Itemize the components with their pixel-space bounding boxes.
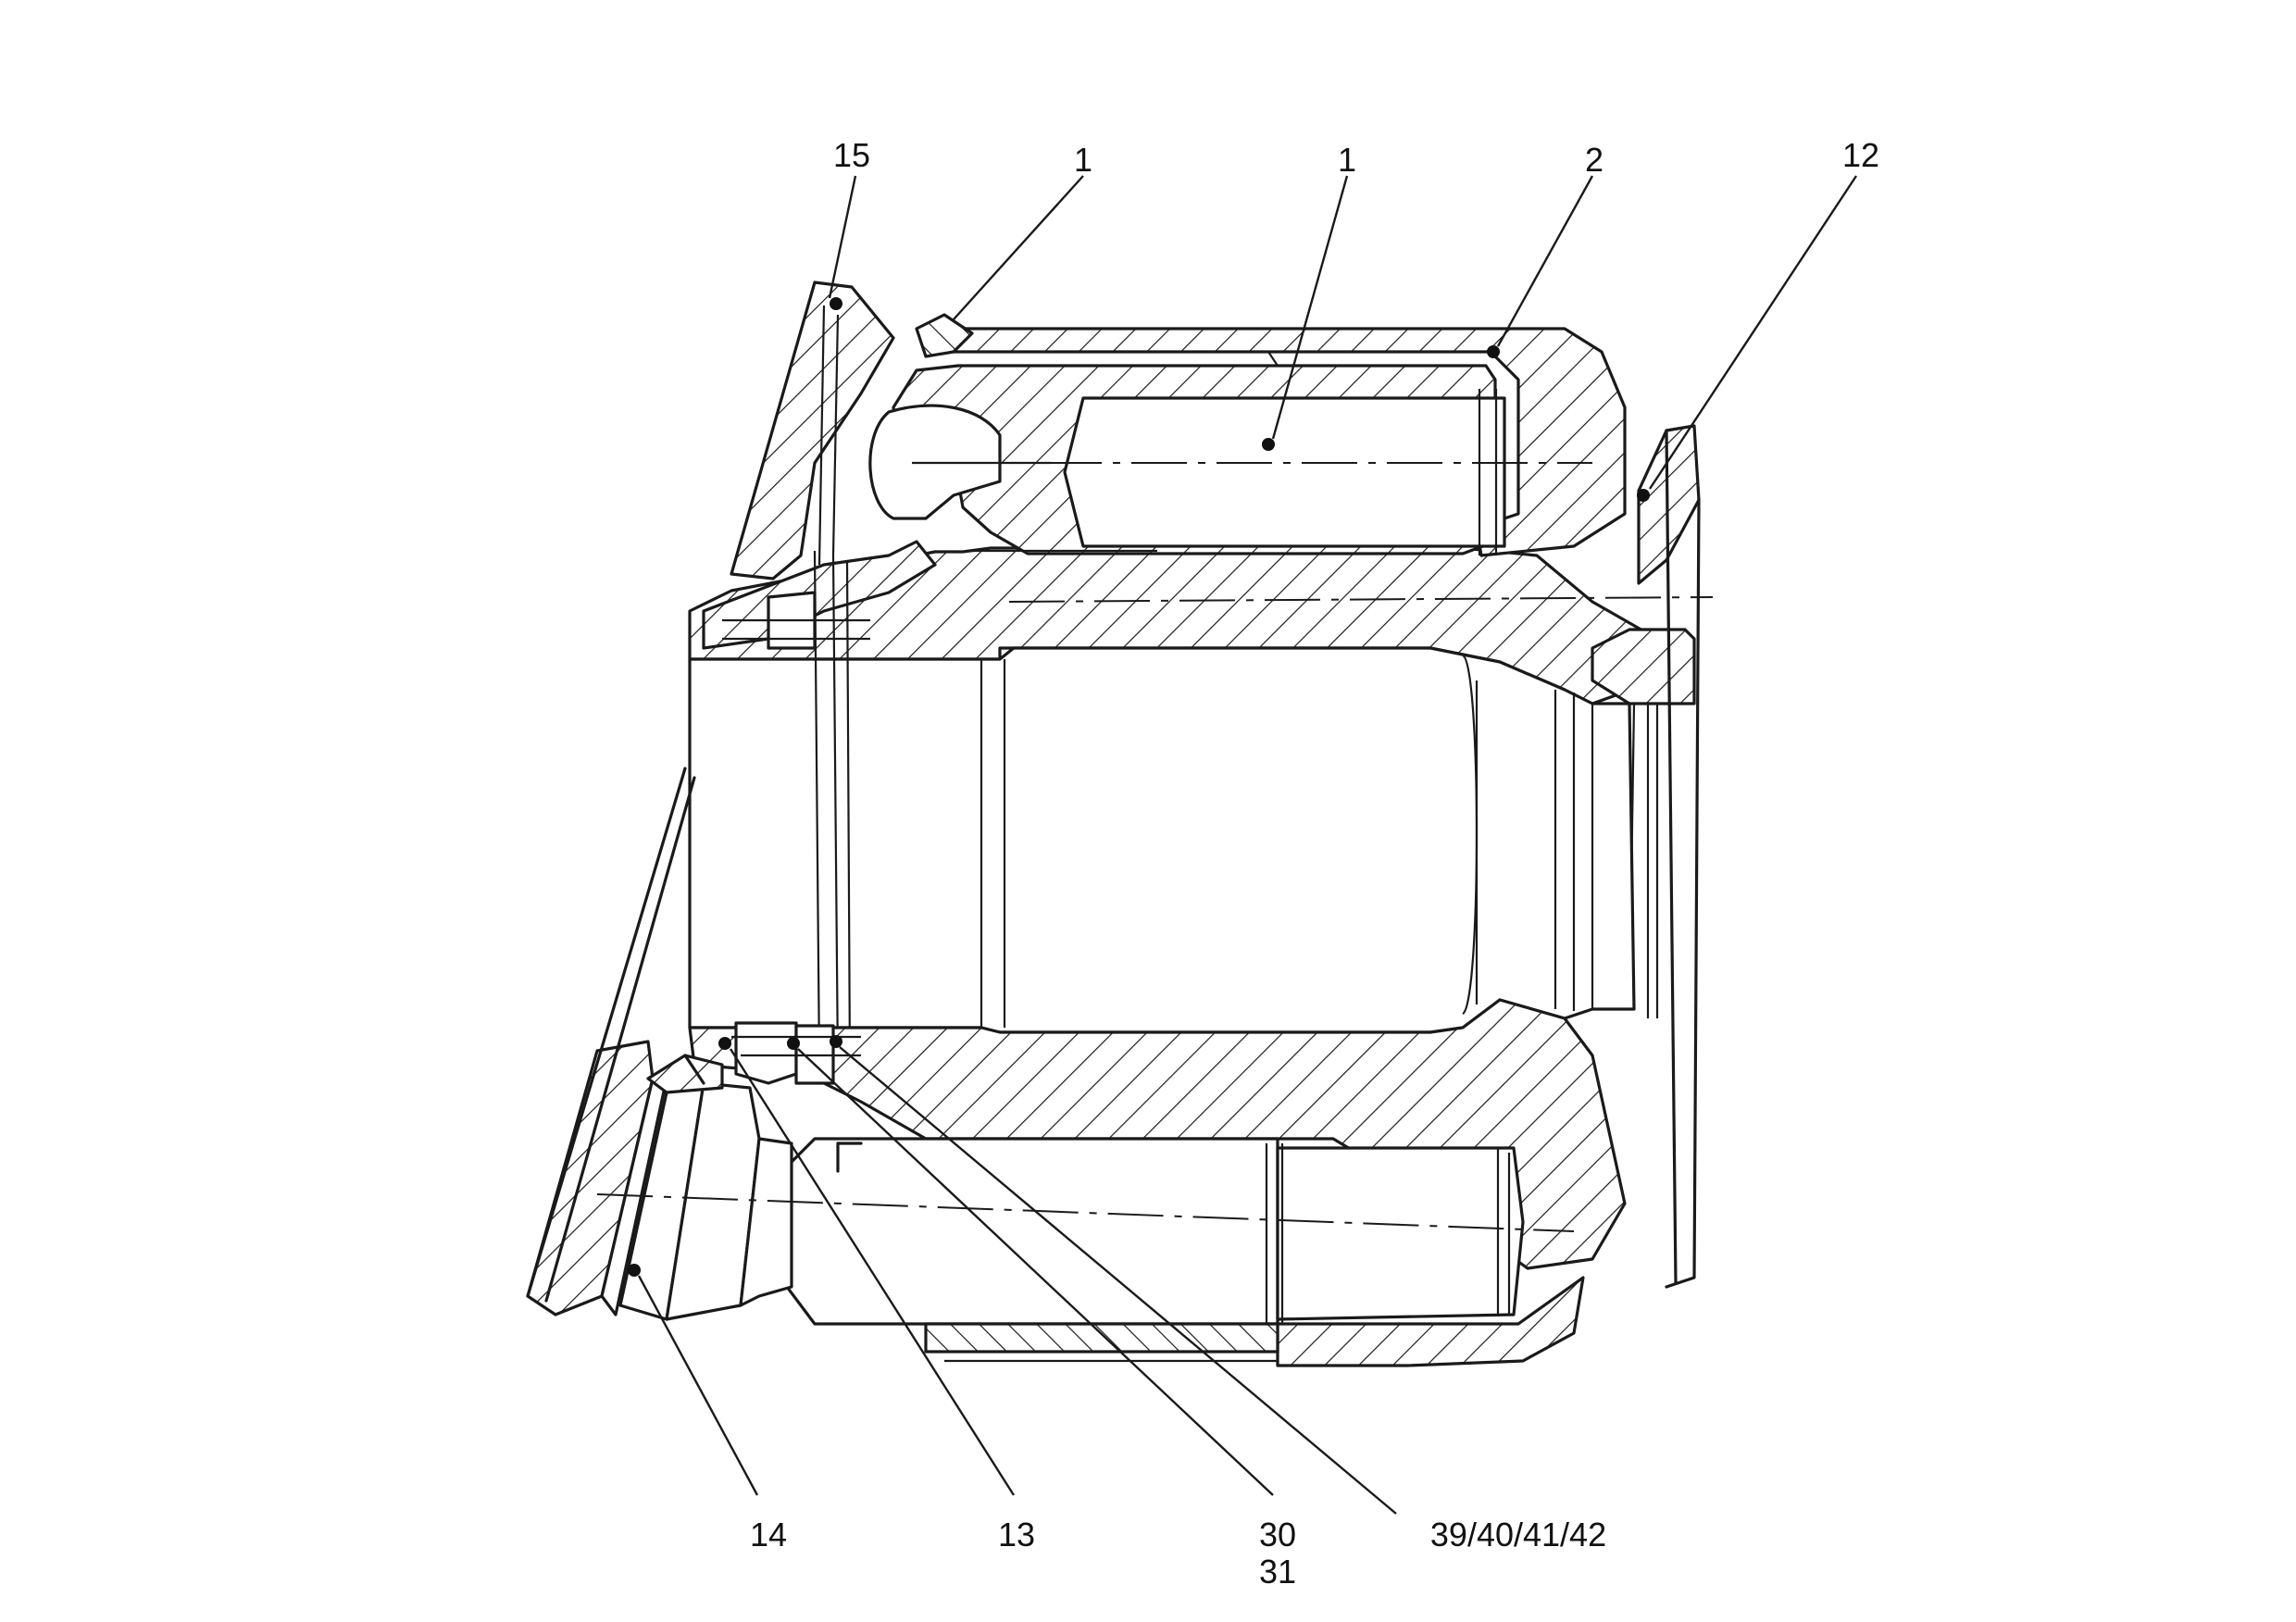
- cylinder-block-lower: [688, 998, 1627, 1270]
- callout-31: 31: [1259, 1553, 1296, 1591]
- callout-15: 15: [833, 136, 870, 174]
- callout-30: 30: [1259, 1516, 1296, 1553]
- callout-labels: 15 1 1 2 12 14 13 30 31 39/40/41/42: [750, 136, 1879, 1591]
- piston-housing-upper: [892, 327, 1627, 557]
- centerlines: [596, 462, 1714, 1232]
- callout-14: 14: [750, 1516, 787, 1553]
- reference-dots: [628, 297, 1650, 1277]
- piston-shoe-upper: [868, 313, 1051, 520]
- callout-39-40-41-42: 39/40/41/42: [1430, 1516, 1606, 1553]
- callout-13: 13: [998, 1516, 1035, 1553]
- leader-lines: [637, 175, 1858, 1515]
- callout-12: 12: [1842, 136, 1879, 174]
- callout-1-right: 1: [1338, 141, 1356, 179]
- through-rods: [813, 550, 852, 1066]
- inclined-plate-upper: [730, 281, 895, 580]
- end-cover-right: [1591, 424, 1701, 1289]
- callout-2: 2: [1585, 141, 1603, 179]
- callout-1-left: 1: [1074, 141, 1092, 179]
- piston-housing-lower: [785, 1137, 1585, 1367]
- inclined-plate-lower: [526, 767, 793, 1321]
- central-bore: [688, 646, 1636, 1034]
